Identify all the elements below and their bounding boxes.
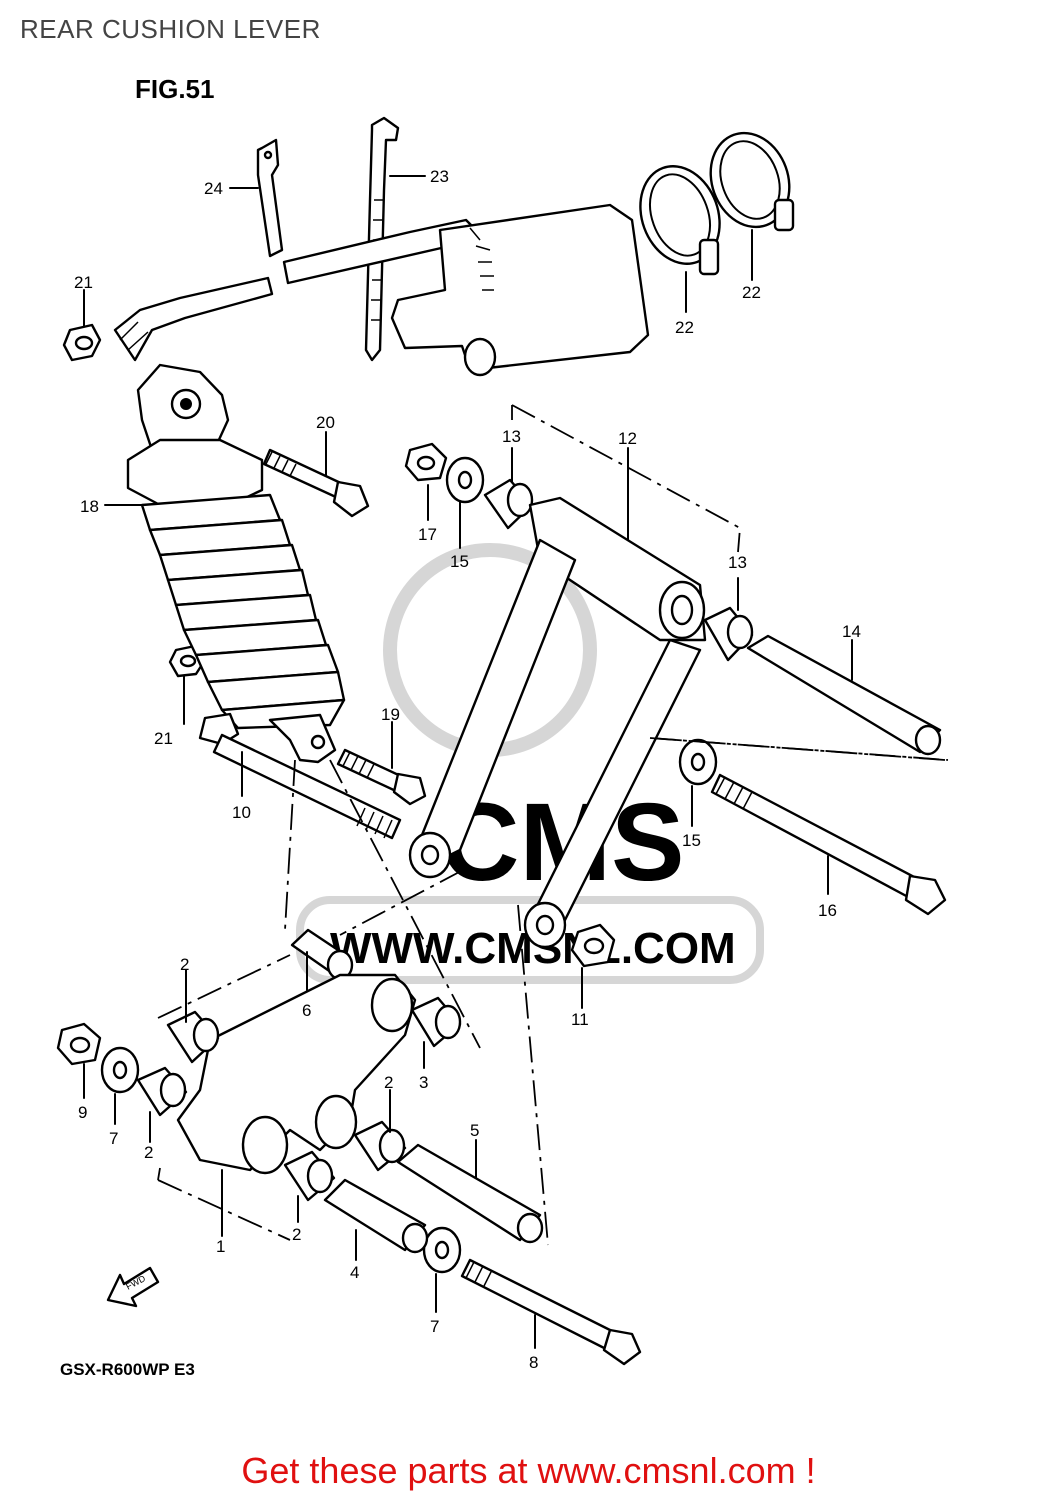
callout-6: 6 bbox=[302, 1001, 311, 1020]
figure-label: FIG.51 bbox=[135, 74, 214, 104]
footer-link-text[interactable]: Get these parts at www.cmsnl.com ! bbox=[241, 1450, 816, 1491]
part-18-reservoir-hose bbox=[113, 203, 650, 377]
callout-15-right: 15 bbox=[682, 831, 701, 850]
part-2-bearing-b bbox=[136, 1066, 188, 1117]
callout-15-top: 15 bbox=[450, 552, 469, 571]
part-7-washer-left bbox=[100, 1046, 140, 1094]
part-16-bolt bbox=[710, 773, 947, 916]
part-15-washer-top bbox=[445, 456, 485, 504]
page-title: REAR CUSHION LEVER bbox=[20, 14, 321, 44]
callout-2-bottom: 2 bbox=[292, 1225, 301, 1244]
model-code: GSX-R600WP E3 bbox=[60, 1360, 195, 1379]
callout-14: 14 bbox=[842, 622, 861, 641]
part-2-bearing-c bbox=[353, 1120, 407, 1172]
part-8-bolt bbox=[460, 1258, 642, 1366]
part-2-bearing-d bbox=[283, 1150, 336, 1202]
part-5-spacer bbox=[396, 1143, 544, 1244]
callout-9: 9 bbox=[78, 1103, 87, 1122]
callout-19: 19 bbox=[381, 705, 400, 724]
callout-2-top: 2 bbox=[180, 955, 189, 974]
callout-23: 23 bbox=[430, 167, 449, 186]
part-15-washer-right bbox=[678, 738, 718, 786]
callout-4: 4 bbox=[350, 1263, 359, 1282]
part-7-washer-bottom bbox=[422, 1226, 462, 1274]
callouts: 24 23 21 22 22 20 18 17 15 13 12 13 14 2… bbox=[74, 167, 861, 1372]
part-10-bolt bbox=[198, 712, 402, 840]
callout-12: 12 bbox=[618, 429, 637, 448]
fwd-arrow-icon: FWD bbox=[106, 1266, 160, 1308]
leader-lines bbox=[83, 175, 853, 1349]
part-4-spacer bbox=[323, 1178, 429, 1254]
callout-11: 11 bbox=[571, 1010, 589, 1029]
callout-16: 16 bbox=[818, 901, 837, 920]
part-21-nut-top bbox=[62, 323, 102, 362]
callout-20: 20 bbox=[316, 413, 335, 432]
part-9-nut bbox=[56, 1022, 102, 1066]
part-13-bearing-top bbox=[483, 478, 534, 530]
callout-5: 5 bbox=[470, 1121, 479, 1140]
callout-21-mid: 21 bbox=[154, 729, 173, 748]
callout-2-mid: 2 bbox=[384, 1073, 393, 1092]
part-6-collar bbox=[290, 928, 354, 981]
part-1-cushion-lever bbox=[176, 973, 417, 1175]
callout-10: 10 bbox=[232, 803, 251, 822]
part-22-hose-clamps bbox=[639, 131, 795, 276]
part-17-nut bbox=[404, 442, 448, 482]
part-20-bolt bbox=[262, 448, 370, 518]
part-3-bearing bbox=[410, 996, 462, 1048]
callout-17: 17 bbox=[418, 525, 437, 544]
callout-13-top: 13 bbox=[502, 427, 521, 446]
callout-3: 3 bbox=[419, 1073, 428, 1092]
callout-8: 8 bbox=[529, 1353, 538, 1372]
part-13-bearing-right bbox=[703, 606, 754, 662]
part-11-nut bbox=[570, 923, 616, 968]
part-24-clip bbox=[256, 138, 284, 258]
part-12-cushion-rod bbox=[408, 496, 707, 949]
part-14-spacer bbox=[746, 634, 942, 756]
callout-22-left: 22 bbox=[675, 318, 694, 337]
callout-24: 24 bbox=[204, 179, 223, 198]
part-19-bolt bbox=[336, 748, 427, 806]
callout-21-top: 21 bbox=[74, 273, 93, 292]
assembly-guide-lines bbox=[157, 404, 949, 1246]
part-18-shock-absorber bbox=[126, 363, 346, 764]
callout-1: 1 bbox=[216, 1237, 225, 1256]
callout-7-bottom: 7 bbox=[430, 1317, 439, 1336]
callout-22-right: 22 bbox=[742, 283, 761, 302]
callout-7-left: 7 bbox=[109, 1129, 118, 1148]
callout-2-left: 2 bbox=[144, 1143, 153, 1162]
callout-18: 18 bbox=[80, 497, 99, 516]
callout-13-right: 13 bbox=[728, 553, 747, 572]
